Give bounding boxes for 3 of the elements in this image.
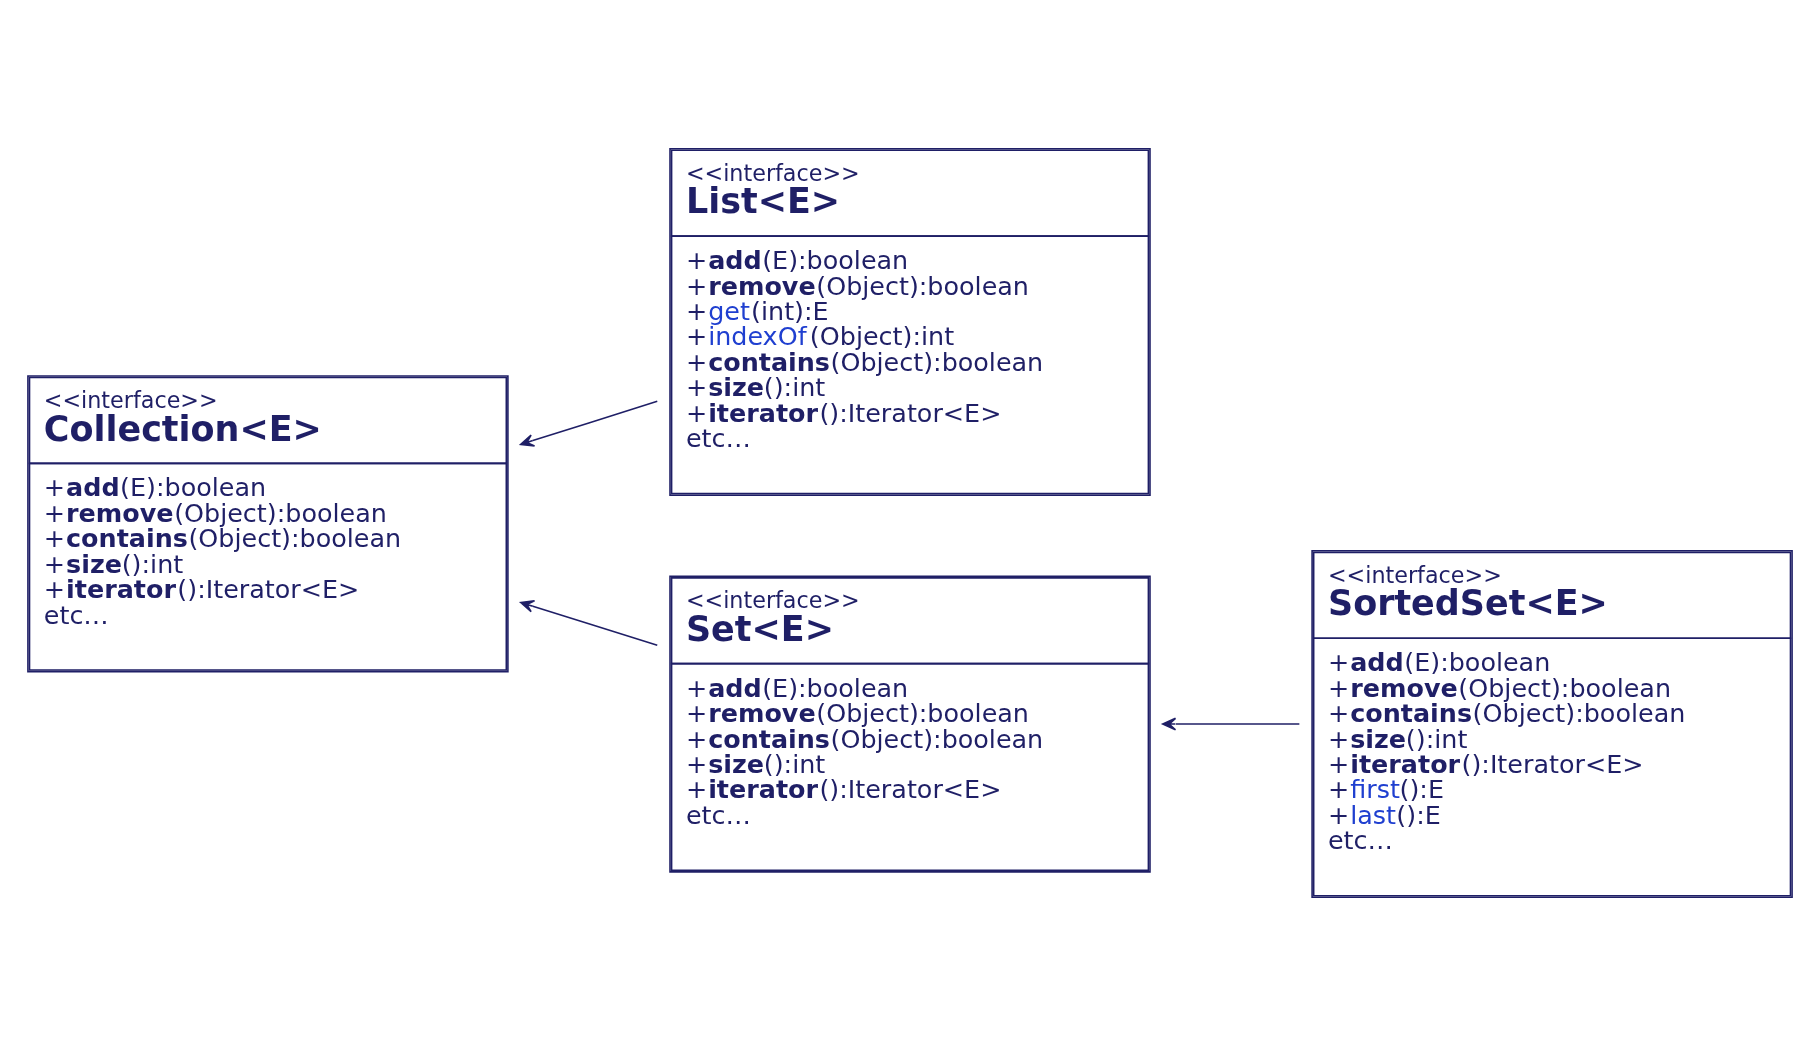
arrow [519, 600, 659, 647]
arrow [1162, 717, 1301, 731]
arrow [519, 400, 659, 447]
